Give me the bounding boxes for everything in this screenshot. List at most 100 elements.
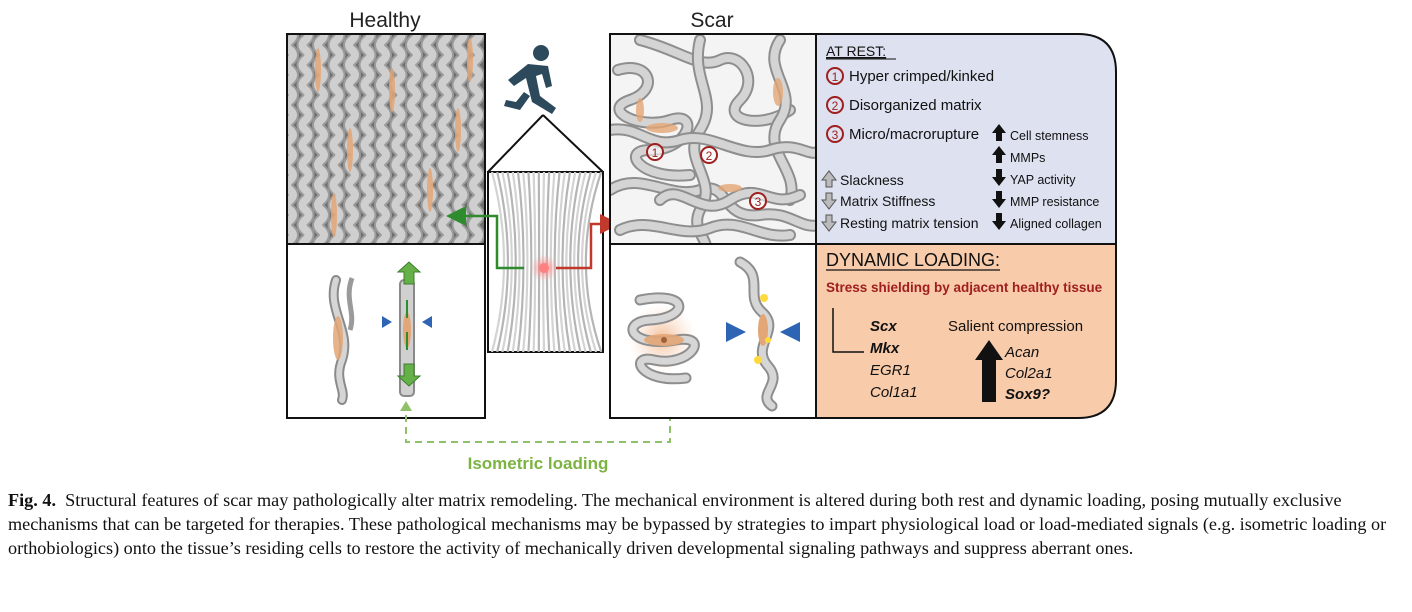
scar-title: Scar — [690, 9, 733, 32]
runner-icon — [504, 45, 556, 114]
rest-change-right: Cell stemness — [1010, 129, 1089, 143]
healthy-fiber — [438, 34, 452, 244]
rest-change-right: YAP activity — [1010, 173, 1076, 187]
figure-caption: Fig. 4. Structural features of scar may … — [8, 488, 1404, 560]
scar-markers: 1 2 3 — [646, 143, 767, 210]
dynamic-subheading: Stress shielding by adjacent healthy tis… — [826, 280, 1103, 295]
scar-fiber — [610, 125, 816, 157]
rest-item-number: 1 — [832, 70, 839, 84]
scar-detail-panel — [609, 243, 817, 419]
healthy-fiber — [391, 34, 406, 244]
rest-change-left: Matrix Stiffness — [840, 193, 935, 209]
gene-down: Col1a1 — [870, 384, 918, 401]
tendon-fiber — [511, 172, 521, 352]
tendon-fiber — [501, 172, 513, 352]
gray-down-arrow-icon — [820, 192, 838, 210]
cell — [646, 123, 678, 133]
rest-change-left: Resting matrix tension — [840, 215, 979, 231]
green-arrow — [446, 206, 524, 270]
figure-diagram: Healthy Scar — [286, 9, 1117, 473]
gene-bracket — [832, 308, 864, 353]
scar-fiber-panel — [609, 33, 817, 245]
tendon-fiber — [561, 172, 572, 352]
rest-change-right: MMPs — [1010, 151, 1045, 165]
cell — [347, 128, 353, 172]
healthy-title: Healthy — [349, 9, 421, 32]
cell — [331, 193, 337, 237]
at-rest-panel: AT REST: 1 Hyper crimped/kinked 2 Disorg… — [815, 33, 1117, 245]
red-arrow — [556, 214, 620, 270]
dynamic-loading-panel: DYNAMIC LOADING: Stress shielding by adj… — [815, 243, 1117, 419]
scar-fiber — [770, 36, 796, 204]
healthy-fiber — [360, 34, 375, 244]
healthy-fiber — [469, 34, 483, 244]
rest-item-text: Disorganized matrix — [849, 97, 982, 114]
dynamic-heading: DYNAMIC LOADING: — [826, 250, 1000, 270]
isometric-loading-connector: Isometric loading — [400, 401, 671, 473]
cell — [718, 184, 742, 192]
rest-item-text: Micro/macrorupture — [849, 126, 979, 143]
tendon-fiber — [490, 172, 506, 352]
scar-marker: 2 — [706, 149, 713, 163]
scar-fiber — [636, 36, 794, 125]
cell — [389, 68, 395, 112]
gray-down-arrow-icon — [820, 214, 838, 232]
gene-up: Col2a1 — [1005, 365, 1053, 382]
gray-up-arrow-icon — [820, 170, 838, 188]
black-down-arrow-icon — [992, 191, 1006, 208]
black-up-arrow-icon — [992, 124, 1006, 141]
rest-change-right: MMP resistance — [1010, 195, 1099, 209]
tendon-fiber — [580, 172, 598, 352]
scar-fiber — [614, 64, 694, 180]
gene-down: Mkx — [870, 340, 900, 357]
isometric-loading-label: Isometric loading — [468, 454, 609, 473]
healthy-fiber — [329, 34, 344, 244]
tendon-fiber — [496, 172, 509, 352]
tendon-fiber — [577, 172, 592, 352]
tendon-fiber — [522, 172, 529, 352]
healthy-fiber — [376, 34, 390, 244]
tendon-fiber — [569, 172, 582, 352]
scar-marker: 1 — [652, 146, 659, 160]
rest-item-number: 2 — [832, 99, 839, 113]
black-down-arrow-icon — [992, 169, 1006, 186]
cell — [773, 78, 783, 106]
black-down-arrow-icon — [992, 213, 1006, 230]
tendon-fiber — [573, 172, 587, 352]
tendon-fiber — [527, 172, 533, 352]
cell — [636, 98, 644, 122]
healthy-fiber — [298, 34, 313, 244]
cell — [467, 38, 473, 82]
tendon-fiber — [506, 172, 517, 352]
scar-marker: 3 — [755, 195, 762, 209]
rest-change-right: Aligned collagen — [1010, 217, 1102, 231]
large-up-arrow-icon — [975, 340, 1003, 402]
tendon-fiber — [584, 172, 603, 352]
cell — [427, 168, 433, 212]
tendon-fiber — [516, 172, 525, 352]
gene-up: Sox9? — [1005, 386, 1050, 403]
healthy-fiber — [407, 34, 421, 244]
caption-label: Fig. 4. — [8, 490, 56, 510]
scar-fiber — [616, 220, 794, 240]
tendon-fiber — [565, 172, 577, 352]
rest-item-number: 3 — [832, 128, 839, 142]
healthy-detail-panel — [286, 243, 486, 419]
gene-down: EGR1 — [870, 362, 911, 379]
scar-fiber — [610, 178, 816, 230]
scar-fiber — [656, 188, 804, 210]
healthy-fiber — [422, 34, 437, 244]
black-up-arrow-icon — [992, 146, 1006, 163]
cell — [315, 48, 321, 92]
healthy-fiber-panel — [286, 33, 486, 245]
gene-down: Scx — [870, 318, 897, 335]
rest-item-text: Hyper crimped/kinked — [849, 68, 994, 85]
at-rest-heading: AT REST: — [826, 43, 886, 59]
gene-up: Acan — [1004, 344, 1039, 361]
cell — [455, 108, 461, 152]
tendon-panel — [487, 171, 604, 353]
caption-text: Structural features of scar may patholog… — [8, 490, 1387, 558]
rest-change-left: Slackness — [840, 172, 904, 188]
compression-label: Salient compression — [948, 318, 1083, 335]
tendon-fiber — [557, 172, 566, 352]
